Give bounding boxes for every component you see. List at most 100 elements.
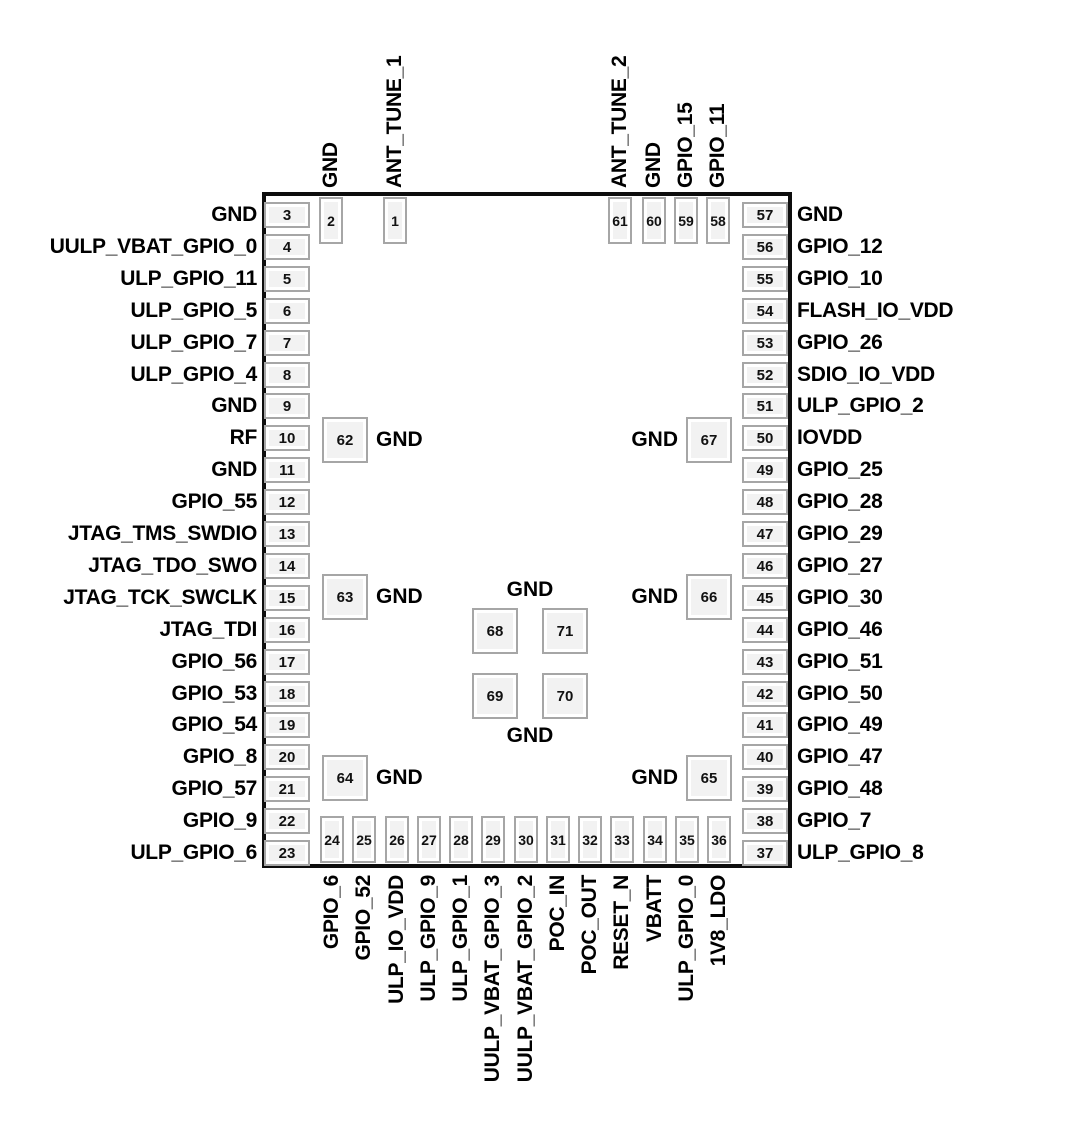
pin-47-number: 47 (756, 525, 774, 543)
pad-64-label: GND (376, 766, 423, 789)
pin-23-number: 23 (278, 844, 296, 862)
pin-19: 19 (264, 712, 310, 738)
pin-5-number: 5 (282, 270, 292, 288)
pin-39-label: GPIO_48 (797, 777, 883, 800)
pin-61: 61 (608, 197, 632, 244)
pin-11-label: GND (211, 458, 257, 481)
pin-49-number: 49 (756, 461, 774, 479)
pin-50-label: IOVDD (797, 426, 863, 449)
pin-8: 8 (264, 362, 310, 388)
pin-9-number: 9 (282, 397, 292, 415)
pad-64: 64 (322, 755, 368, 801)
pin-40-label: GPIO_47 (797, 745, 883, 768)
pin-50: 50 (742, 425, 788, 451)
pin-4-number: 4 (282, 238, 292, 256)
pin-43: 43 (742, 649, 788, 675)
pin-48-label: GPIO_28 (797, 490, 883, 513)
pin-59: 59 (674, 197, 698, 244)
pin-4-label: UULP_VBAT_GPIO_0 (49, 235, 258, 258)
pin-11: 11 (264, 457, 310, 483)
pin-30-label: UULP_VBAT_GPIO_2 (514, 875, 537, 1083)
pad-66: 66 (686, 574, 732, 620)
pad-69-number: 69 (486, 687, 504, 705)
pin-56-number: 56 (756, 238, 774, 256)
pin-26-label: ULP_IO_VDD (385, 875, 408, 1004)
pin-53: 53 (742, 330, 788, 356)
pin-41-number: 41 (756, 716, 774, 734)
pad-68-number: 68 (486, 622, 504, 640)
pin-17: 17 (264, 649, 310, 675)
pin-39-number: 39 (756, 780, 774, 798)
pin-43-number: 43 (756, 653, 774, 671)
pin-52-label: SDIO_IO_VDD (797, 363, 935, 386)
pin-17-label: GPIO_56 (171, 650, 258, 673)
pin-6: 6 (264, 298, 310, 324)
pad-64-number: 64 (336, 769, 354, 787)
pad-62-label: GND (376, 428, 423, 451)
pin-24-label: GPIO_6 (320, 875, 343, 950)
pin-3-label: GND (211, 203, 257, 226)
pin-6-number: 6 (282, 302, 292, 320)
pin-40: 40 (742, 744, 788, 770)
pin-23-label: ULP_GPIO_6 (130, 841, 257, 864)
pin-21-label: GPIO_57 (171, 777, 258, 800)
pin-57: 57 (742, 202, 788, 228)
pin-27: 27 (417, 816, 441, 863)
pin-5: 5 (264, 266, 310, 292)
pin-20-number: 20 (278, 748, 296, 766)
pin-3: 3 (264, 202, 310, 228)
pad-71: 71 (542, 608, 588, 654)
pin-30-number: 30 (518, 831, 534, 848)
pin-55-number: 55 (756, 270, 774, 288)
pin-47-label: GPIO_29 (797, 522, 883, 545)
pin-43-label: GPIO_51 (797, 650, 883, 673)
pin-34-number: 34 (647, 831, 663, 848)
center-gnd-top-label: GND (506, 578, 554, 601)
pin-37-number: 37 (756, 844, 774, 862)
pin-50-number: 50 (756, 429, 774, 447)
pin-29: 29 (481, 816, 505, 863)
pin-51: 51 (742, 393, 788, 419)
pin-18-label: GPIO_53 (171, 682, 258, 705)
pin-37-label: ULP_GPIO_8 (797, 841, 924, 864)
pin-57-label: GND (797, 203, 843, 226)
pin-1: 1 (383, 197, 407, 244)
pin-46: 46 (742, 553, 788, 579)
pin-12-label: GPIO_55 (171, 490, 258, 513)
pin-45-number: 45 (756, 589, 774, 607)
pin-46-number: 46 (756, 557, 774, 575)
pad-62: 62 (322, 417, 368, 463)
pin-39: 39 (742, 776, 788, 802)
pin-61-label: ANT_TUNE_2 (608, 55, 631, 188)
pin-7-number: 7 (282, 334, 292, 352)
pin-30: 30 (514, 816, 538, 863)
pad-71-number: 71 (556, 622, 574, 640)
pin-4: 4 (264, 234, 310, 260)
pin-52-number: 52 (756, 366, 774, 384)
pin-2: 2 (319, 197, 343, 244)
pin-2-label: GND (319, 142, 342, 188)
pin-58-label: GPIO_11 (706, 103, 729, 188)
pad-70-number: 70 (556, 687, 574, 705)
pin-42-label: GPIO_50 (797, 682, 883, 705)
pad-63-label: GND (376, 585, 423, 608)
pin-44-label: GPIO_46 (797, 618, 883, 641)
pin-14-number: 14 (278, 557, 296, 575)
pin-31-label: POC_IN (546, 875, 569, 952)
pin-45: 45 (742, 585, 788, 611)
pin-31: 31 (546, 816, 570, 863)
pin-3-number: 3 (282, 206, 292, 224)
pin-54-label: FLASH_IO_VDD (797, 299, 954, 322)
pin-35: 35 (675, 816, 699, 863)
pin-57-number: 57 (756, 206, 774, 224)
pin-20: 20 (264, 744, 310, 770)
pin-51-label: ULP_GPIO_2 (797, 394, 924, 417)
pin-9: 9 (264, 393, 310, 419)
pin-28-label: ULP_GPIO_1 (449, 875, 472, 1002)
pin-26: 26 (385, 816, 409, 863)
pin-19-label: GPIO_54 (171, 713, 258, 736)
pin-35-number: 35 (679, 831, 695, 848)
pin-18-number: 18 (278, 685, 296, 703)
pin-8-label: ULP_GPIO_4 (130, 363, 257, 386)
pin-21-number: 21 (278, 780, 296, 798)
